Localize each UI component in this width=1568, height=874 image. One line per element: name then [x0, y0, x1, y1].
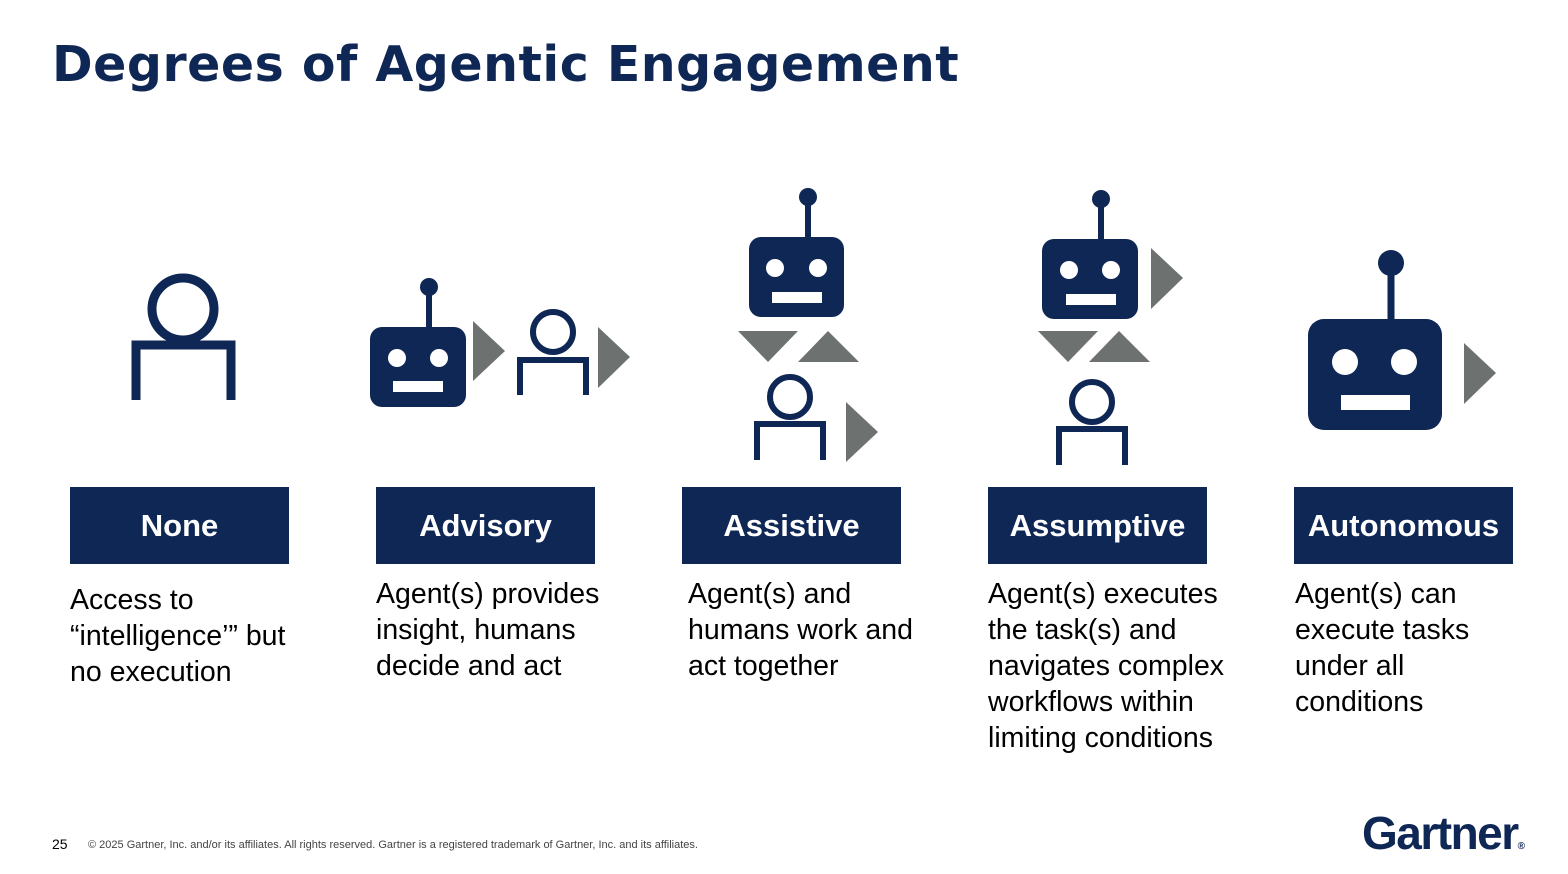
- arrow-right-icon: [846, 402, 878, 462]
- person-icon: [754, 374, 826, 460]
- arrow-up-icon: [798, 331, 859, 362]
- level-label-assumptive: Assumptive: [988, 487, 1207, 564]
- robot-icon: [749, 188, 844, 317]
- level-description-autonomous: Agent(s) can execute tasks under all con…: [1295, 578, 1470, 718]
- autonomous-illustration: [1308, 250, 1496, 430]
- arrow-right-icon: [1151, 248, 1183, 309]
- registered-mark: ®: [1517, 841, 1526, 852]
- copyright-notice: © 2025 Gartner, Inc. and/or its affiliat…: [88, 839, 698, 851]
- level-description-assumptive: Agent(s) executes the task(s) and naviga…: [988, 578, 1225, 754]
- arrow-right-icon: [1464, 343, 1496, 404]
- none-illustration: [131, 273, 236, 400]
- person-icon: [517, 309, 589, 395]
- level-description-advisory: Agent(s) provides insight, humans decide…: [376, 578, 600, 682]
- page-number: 25: [52, 836, 68, 852]
- level-description-none: Access to “intelligence’” but no executi…: [70, 584, 286, 688]
- arrow-right-icon: [473, 321, 505, 381]
- arrow-right-icon: [598, 327, 630, 388]
- level-label-autonomous: Autonomous: [1294, 487, 1513, 564]
- person-icon: [1056, 379, 1128, 465]
- robot-icon: [1308, 250, 1442, 430]
- advisory-illustration: [370, 278, 630, 407]
- logo-text: Gartner: [1362, 807, 1519, 859]
- robot-icon: [370, 278, 466, 407]
- level-label-advisory: Advisory: [376, 487, 595, 564]
- robot-icon: [1042, 190, 1138, 319]
- person-icon: [131, 273, 236, 400]
- arrow-down-icon: [738, 331, 798, 362]
- slide-title: Degrees of Agentic Engagement: [52, 36, 960, 93]
- level-description-assistive: Agent(s) and humans work and act togethe…: [688, 578, 913, 682]
- level-label-none: None: [70, 487, 289, 564]
- assumptive-illustration: [1038, 190, 1183, 465]
- arrow-down-icon: [1038, 331, 1098, 362]
- level-label-assistive: Assistive: [682, 487, 901, 564]
- arrow-up-icon: [1089, 331, 1150, 362]
- assistive-illustration: [738, 188, 878, 462]
- gartner-logo: Gartner®: [1362, 806, 1525, 860]
